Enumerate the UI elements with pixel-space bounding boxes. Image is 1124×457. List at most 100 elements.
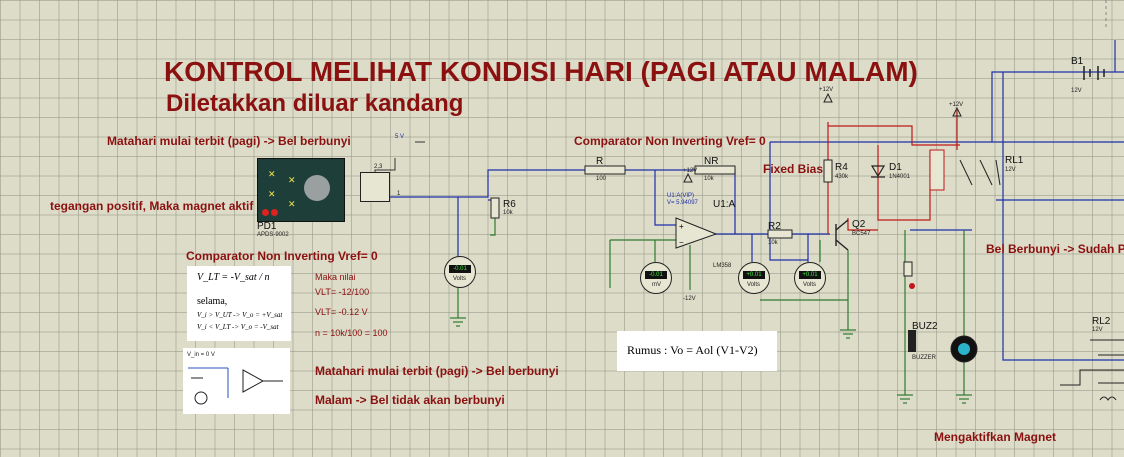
u1-name: U1:A — [713, 199, 736, 210]
signal-wires — [388, 40, 1124, 361]
battery-b1[interactable] — [1083, 66, 1105, 80]
thumb-opamp — [188, 367, 283, 405]
q2-name: Q2 — [852, 219, 866, 230]
label-fixed-bias: Fixed Bias — [763, 162, 824, 176]
note-line3: VLT= -0.12 V — [315, 307, 368, 317]
ground-symbols — [450, 317, 972, 404]
transistor-q2[interactable] — [835, 219, 849, 251]
resistor-nr[interactable] — [694, 165, 736, 175]
buzzer-body[interactable] — [908, 330, 916, 352]
plus12-opamp: +12V — [683, 168, 698, 174]
r4-name: R4 — [835, 162, 848, 173]
r-value: 100 — [596, 176, 607, 182]
note-line1: Maka nilai — [315, 272, 356, 282]
rumus-text: Rumus : Vo = Aol (V1-V2) — [627, 343, 758, 357]
rumus-box: Rumus : Vo = Aol (V1-V2) — [617, 331, 777, 371]
voltmeter-4-display: +0.01 — [799, 271, 821, 279]
r4-value: 430k — [835, 174, 849, 180]
relay-rl2[interactable] — [1060, 339, 1124, 401]
u1-offset: U1:A(VIP) — [667, 193, 695, 199]
formula-eq2: selama, — [197, 296, 228, 307]
voltmeter-4[interactable]: +0.01 Volts — [794, 262, 826, 294]
switch-element[interactable] — [903, 261, 913, 277]
ground-wires — [457, 215, 965, 395]
d1-part: 1N4001 — [889, 174, 911, 180]
voltmeter-4-unit: Volts — [803, 282, 817, 288]
sensor-button-2[interactable] — [271, 209, 278, 216]
r6-value: 10k — [503, 210, 513, 216]
note-line2: VLT= -12/100 — [315, 287, 370, 297]
plus12-relay: +12V — [949, 102, 964, 108]
q2-part: BC547 — [852, 231, 871, 237]
resistor-r[interactable] — [584, 165, 626, 175]
motor-magnet-center — [958, 343, 970, 355]
resistor-r2[interactable] — [767, 229, 793, 239]
b1-name: B1 — [1071, 56, 1084, 67]
u1-part: LM358 — [713, 263, 732, 269]
resistor-r4[interactable] — [823, 159, 833, 183]
rl1-value: 12V — [1005, 167, 1016, 173]
formula-eq1: V_LT = -V_sat / n — [197, 272, 270, 283]
sensor-led-3: ✕ — [268, 189, 276, 199]
label-night: Malam -> Bel tidak akan berbunyi — [315, 393, 505, 407]
opamp-u1[interactable] — [675, 217, 718, 249]
voltmeter-3[interactable]: +0.01 Volts — [738, 262, 770, 294]
sensor-lens — [304, 175, 330, 201]
u1-offset-v: V= 5.94097 — [667, 200, 698, 206]
r-name: R — [596, 156, 604, 167]
formula-image-box: V_LT = -V_sat / n selama, V_i > V_UT -> … — [187, 266, 291, 341]
power-terminals — [683, 92, 962, 183]
svg-text:+: + — [679, 222, 684, 231]
formula-eq3: V_i > V_UT -> V_o = +V_sat — [197, 311, 283, 319]
sensor-button-1[interactable] — [262, 209, 269, 216]
svg-text:−: − — [679, 238, 684, 247]
voltmeter-1-unit: Volts — [453, 276, 467, 282]
voltmeter-1-display: -0.01 — [449, 265, 471, 273]
d1-name: D1 — [889, 162, 902, 173]
voltmeter-2-unit: mV — [652, 282, 661, 288]
sensor-led-2: ✕ — [288, 175, 296, 185]
voltmeter-2[interactable]: -0.01 mV — [640, 262, 672, 294]
resistor-r6[interactable] — [490, 197, 500, 219]
voltmeter-2-display: -0.01 — [645, 271, 667, 279]
label-bell-right: Bel Berbunyi -> Sudah P — [986, 242, 1124, 256]
sensor-led-1: ✕ — [268, 169, 276, 179]
label-activate-magnet: Mengaktifkan Magnet — [934, 430, 1057, 444]
r6-name: R6 — [503, 199, 516, 210]
rl2-name: RL2 — [1092, 316, 1111, 327]
comparator-thumbnail: V_in = 0 V — [183, 348, 290, 414]
voltmeter-1[interactable]: -0.01 Volts — [444, 256, 476, 288]
rl2-value: 12V — [1092, 327, 1103, 333]
voltmeter-3-unit: Volts — [747, 282, 761, 288]
diode-d1[interactable] — [870, 165, 886, 178]
r2-value: 10k — [768, 240, 778, 246]
label-comparator-top: Comparator Non Inverting Vref= 0 — [574, 134, 766, 148]
sensor-pd1-symbol[interactable] — [360, 172, 390, 202]
label-positive-voltage: tegangan positif, Maka magnet aktif — [50, 199, 254, 213]
thumb-label: V_in = 0 V — [187, 352, 215, 358]
plus12-r4: +12V — [819, 87, 834, 93]
pd1-pin-a: 2,3 — [374, 164, 383, 170]
r2-name: R2 — [768, 221, 781, 232]
nr-name: NR — [704, 156, 719, 167]
rl1-name: RL1 — [1005, 155, 1024, 166]
buz2-part: BUZZER — [912, 355, 936, 361]
pd1-part: APDS-9002 — [257, 232, 289, 238]
nr-value: 10k — [704, 176, 714, 182]
buz2-name: BUZ2 — [912, 321, 938, 332]
label-comparator-left: Comparator Non Inverting Vref= 0 — [186, 249, 378, 263]
page-title: KONTROL MELIHAT KONDISI HARI (PAGI ATAU … — [164, 56, 918, 87]
relay-rl1-coil[interactable] — [929, 149, 945, 191]
voltmeter-3-display: +0.01 — [743, 271, 765, 279]
page-subtitle: Diletakkan diluar kandang — [166, 90, 464, 117]
source-5v-label: 5 V — [395, 134, 405, 140]
minus12-opamp: -12V — [683, 296, 696, 302]
relay-rl1-contacts — [959, 159, 1001, 186]
pd1-pin-b: 1 — [397, 191, 401, 197]
note-line4: n = 10k/100 = 100 — [315, 328, 388, 338]
b1-value: 12V — [1071, 88, 1082, 94]
pd1-name: PD1 — [257, 221, 277, 232]
sensor-pd1-board[interactable]: ✕ ✕ ✕ ✕ — [257, 158, 345, 222]
label-sunrise-top: Matahari mulai terbit (pagi) -> Bel berb… — [107, 134, 351, 148]
